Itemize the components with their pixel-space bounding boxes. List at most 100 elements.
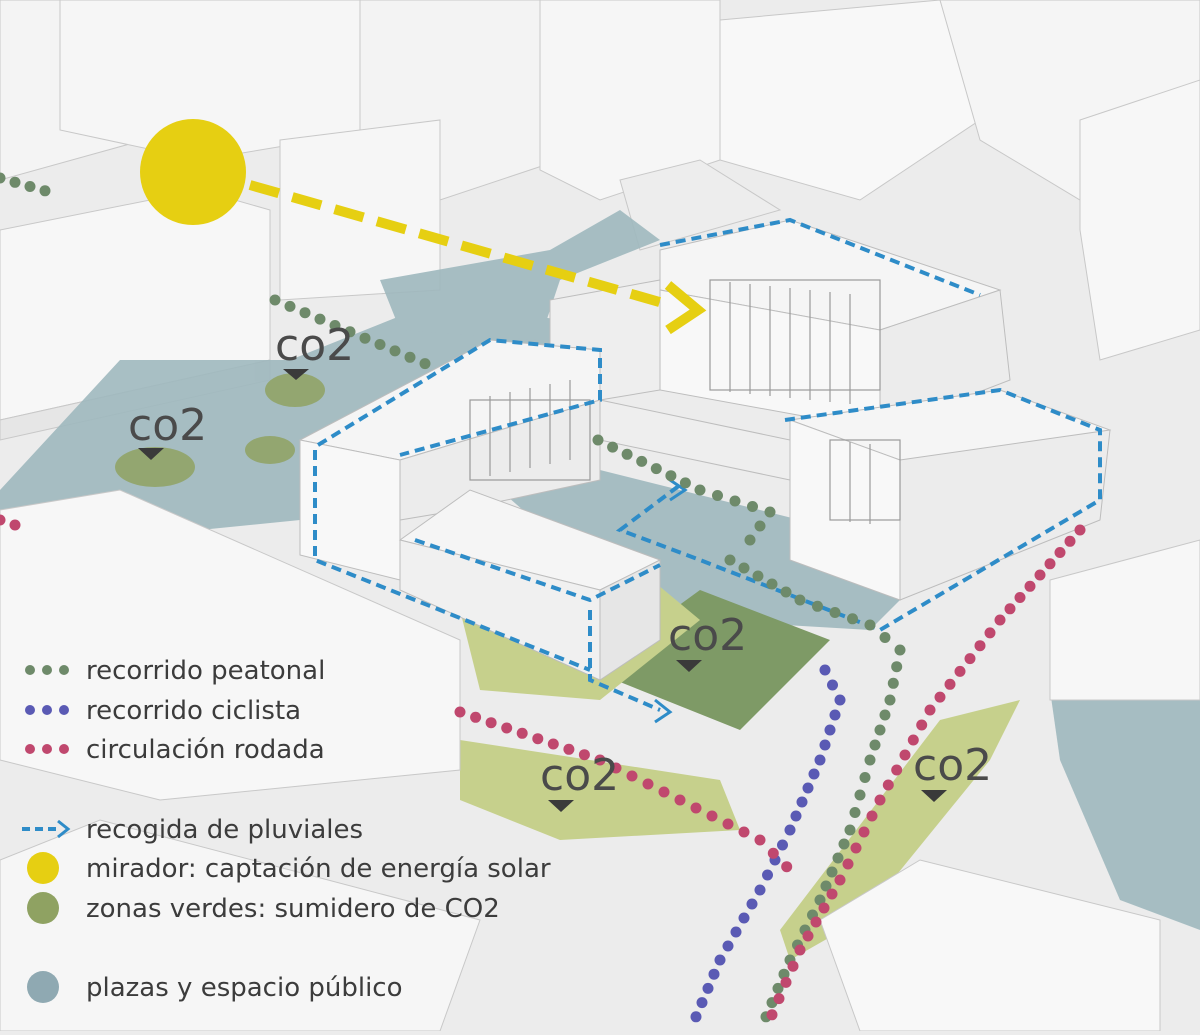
pedestrian-dot [879, 632, 891, 643]
pedestrian-dot [24, 181, 36, 192]
rainwater-arrowhead-2 [654, 698, 673, 724]
legend-label: circulación rodada [86, 735, 325, 765]
cycling-dot [730, 926, 742, 938]
road-dot [9, 519, 21, 531]
road-dot [834, 874, 846, 886]
road-dot [706, 810, 718, 822]
cycling-dot [796, 796, 808, 808]
legend-label: recorrido peatonal [86, 656, 325, 686]
pedestrian-dot [712, 490, 723, 501]
solar-ray-dashed [248, 180, 672, 310]
cycling-dot [819, 664, 831, 676]
pedestrian-dot [39, 185, 51, 197]
pedestrian-dot [869, 739, 881, 751]
pedestrian-dot [778, 968, 790, 980]
road-dot [610, 762, 622, 774]
co2-label: co2 [913, 740, 992, 791]
legend-label: recogida de pluviales [86, 815, 363, 845]
road-dot [773, 993, 785, 1005]
road-dot [794, 944, 806, 956]
road-dot [891, 764, 903, 776]
foreground-buildings [0, 489, 1200, 1032]
rainwater-collection-paths [313, 217, 1102, 712]
road-dot [1024, 580, 1036, 592]
pedestrian-dot [794, 594, 806, 606]
co2-label: co2 [275, 320, 354, 371]
pedestrian-dot [849, 807, 861, 818]
cycling-dot [696, 997, 708, 1009]
windows [469, 279, 901, 524]
pedestrian-dot [887, 677, 899, 689]
pedestrian-dot [329, 320, 341, 331]
road-dot [924, 704, 936, 716]
pedestrian-dot [269, 294, 281, 306]
road-dot [781, 861, 793, 873]
legend: recorrido peatonal recorrido ciclista ci… [22, 656, 551, 1003]
road-dot [826, 888, 838, 900]
pedestrian-dot [404, 351, 416, 363]
cycling-dot [714, 954, 726, 966]
cycling-dot [808, 768, 820, 780]
solar-ray-arrowhead [664, 281, 707, 335]
cycling-dot [790, 810, 802, 822]
road-dot [516, 727, 528, 739]
road-dot [1034, 569, 1046, 581]
pedestrian-dot [812, 600, 823, 612]
road-dot [454, 706, 466, 718]
road-traffic-route [0, 514, 1086, 1021]
road-dot [547, 738, 559, 750]
road-dot [787, 960, 799, 972]
pedestrian-dot [389, 345, 401, 357]
pedestrian-dot [607, 441, 619, 453]
pedestrian-dot [592, 434, 604, 446]
background-buildings [0, 0, 1200, 361]
road-dot [954, 665, 966, 677]
pedestrian-dot [747, 501, 758, 512]
pedestrian-dot [754, 520, 766, 532]
road-dot [780, 976, 792, 988]
cycling-dot [690, 1011, 702, 1023]
pedestrian-dot [847, 613, 858, 625]
road-dot [810, 916, 822, 928]
cycling-dot [829, 709, 841, 721]
pedestrian-dot [621, 448, 633, 460]
cycling-dot [819, 739, 831, 751]
road-dot [818, 902, 830, 914]
road-dot [850, 842, 862, 854]
cycling-dot [814, 754, 826, 766]
pedestrian-dot [650, 463, 662, 475]
road-dot [874, 794, 886, 806]
cycling-dot [746, 898, 758, 910]
pedestrian-dot [844, 824, 856, 836]
pedestrian-dot [820, 880, 832, 892]
sun-circle [140, 119, 246, 225]
pedestrian-dot [894, 644, 906, 656]
pedestrian-dot [738, 562, 750, 574]
road-dot [842, 858, 854, 870]
road-dot [485, 717, 497, 729]
road-dot [626, 770, 638, 782]
co2-label: co2 [668, 610, 747, 661]
legend-sun-circle [27, 852, 59, 884]
co2-marker-triangle [676, 660, 702, 672]
pedestrian-dot [829, 607, 841, 618]
cycling-dot [722, 940, 734, 952]
road-dot [916, 719, 928, 731]
road-dot [984, 627, 996, 639]
road-dot [1064, 535, 1076, 547]
pedestrian-dot [314, 313, 326, 325]
pedestrian-dot [299, 307, 311, 319]
legend-item-green: zonas verdes: sumidero de CO2 [27, 892, 500, 924]
road-dot [1044, 558, 1056, 570]
road-dot [690, 802, 702, 814]
cycling-dot [754, 884, 766, 896]
pedestrian-dot [374, 339, 386, 350]
legend-item-rainwater: recogida de pluviales [22, 815, 363, 845]
road-dot [1074, 524, 1086, 536]
road-dot [1004, 603, 1016, 615]
cycling-dot [702, 982, 714, 994]
pedestrian-dot [772, 982, 784, 994]
road-dot [907, 734, 919, 746]
pedestrian-dot [884, 694, 896, 706]
